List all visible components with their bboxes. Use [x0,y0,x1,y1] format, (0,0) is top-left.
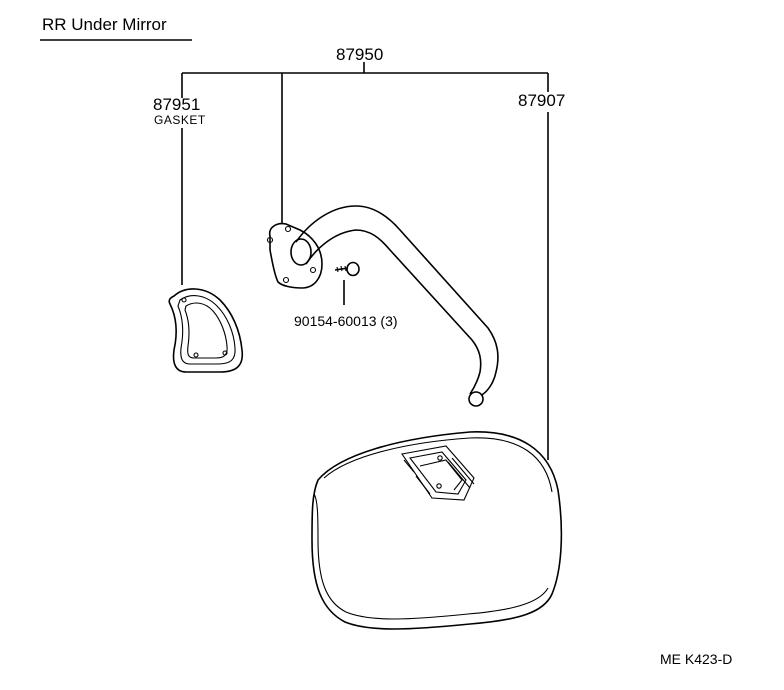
screw-part-number: 90154-60013 (3) [294,313,398,329]
gasket-part-name: GASKET [154,113,206,127]
mirror-head-drawing [311,431,563,630]
mirror-part-number: 87907 [518,91,565,110]
assembly-part-number: 87950 [336,45,383,64]
gasket-drawing [168,288,244,373]
diagram-title: RR Under Mirror [42,15,167,34]
drawing-code: ME K423-D [660,651,732,667]
screw-drawing [334,261,360,277]
mirror-arm-drawing [266,205,499,407]
leader-lines [181,62,549,460]
gasket-part-number: 87951 [153,95,200,114]
